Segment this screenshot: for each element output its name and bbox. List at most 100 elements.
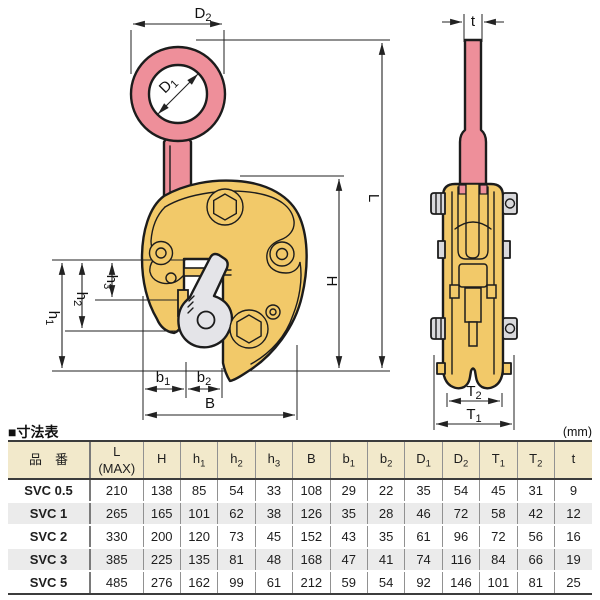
cell: 120 — [179, 525, 218, 549]
cell: 168 — [292, 548, 331, 572]
small-rivet-center — [269, 308, 277, 316]
cell: 96 — [441, 525, 480, 549]
dim-label-h3: h3 — [101, 275, 120, 289]
dimension-diagram: D2 D1 L H h1 h2 h3 — [43, 5, 592, 439]
side-view: t — [430, 13, 518, 430]
cam-serrations — [187, 295, 195, 314]
cell: 22 — [366, 479, 405, 503]
hex-bolt-boss — [206, 188, 244, 226]
col-header-t2: T2 — [516, 440, 555, 480]
dim-label-b: B — [205, 395, 215, 412]
col-header-h3: h3 — [254, 440, 293, 480]
col-header-b1: b1 — [329, 440, 368, 480]
cell: 45 — [254, 525, 293, 549]
dim-t: t — [442, 13, 504, 42]
cell: 43 — [329, 525, 368, 549]
dim-label-t1: T1 — [466, 406, 481, 425]
cell: 12 — [553, 502, 592, 526]
cell-model: SVC 2 — [8, 525, 90, 549]
slot-detail — [451, 183, 495, 375]
hex-bolt-icon — [236, 314, 262, 344]
small-hole — [165, 272, 177, 284]
col-header-t: t — [553, 440, 592, 480]
cell-model: SVC 5 — [8, 571, 90, 595]
cell: 58 — [479, 502, 518, 526]
cell: 35 — [329, 502, 368, 526]
cell: 35 — [404, 479, 443, 503]
hex-bolt-boss — [229, 309, 269, 349]
cell: 152 — [292, 525, 331, 549]
dim-label-h: H — [323, 276, 340, 287]
cell: 81 — [516, 571, 555, 595]
unit-label: (mm) — [563, 425, 592, 438]
dim-B: B — [145, 345, 298, 420]
col-header-d1: D1 — [404, 440, 443, 480]
side-fasteners — [430, 192, 518, 375]
col-header-b2: b2 — [366, 440, 405, 480]
dim-T2: T2 — [446, 383, 503, 407]
dim-T1: T1 — [433, 355, 515, 430]
cell: 73 — [217, 525, 256, 549]
cell: 46 — [404, 502, 443, 526]
shackle-shank-side — [458, 38, 488, 194]
cell: 101 — [479, 571, 518, 595]
cam-tongue-side — [449, 263, 497, 347]
cell: 31 — [516, 479, 555, 503]
cell: 138 — [142, 479, 181, 503]
cell: 99 — [217, 571, 256, 595]
cell: 54 — [441, 479, 480, 503]
col-header-lmax: L(MAX) — [89, 440, 143, 480]
cell: 72 — [441, 502, 480, 526]
cell: 385 — [89, 548, 143, 572]
pad-tab — [436, 362, 446, 375]
side-tab — [437, 240, 446, 259]
col-header-t1: T1 — [479, 440, 518, 480]
table-title: ■寸法表 — [8, 424, 59, 440]
cell: 25 — [553, 571, 592, 595]
dim-h1: h1 — [43, 263, 66, 368]
cell: 33 — [254, 479, 293, 503]
rivet-center — [155, 247, 167, 259]
hex-bolt-head-icon — [430, 317, 446, 340]
dim-b2: b2 — [188, 368, 223, 398]
dim-label-d2: D2 — [195, 5, 212, 24]
bolt-end — [504, 198, 516, 209]
cell: 276 — [142, 571, 181, 595]
pad-tab — [502, 362, 512, 375]
cell: 126 — [292, 502, 331, 526]
rivet-center — [275, 247, 289, 261]
dim-h3: h3 — [101, 263, 120, 297]
center-rib — [465, 183, 480, 259]
cell: 48 — [254, 548, 293, 572]
cell: 9 — [553, 479, 592, 503]
dim-b1: b1 — [142, 296, 187, 420]
cell: 101 — [179, 502, 218, 526]
dim-label-h2: h2 — [71, 292, 90, 306]
header-row: 品 番 L(MAX) H h1 h2 h3 B b1 b2 D1 D2 T1 T… — [8, 440, 592, 480]
cell: 62 — [217, 502, 256, 526]
cell: 38 — [254, 502, 293, 526]
cell: 81 — [217, 548, 256, 572]
cell: 29 — [329, 479, 368, 503]
dim-label-b2: b2 — [197, 369, 211, 388]
cell: 85 — [179, 479, 218, 503]
cell: 56 — [516, 525, 555, 549]
cell: 41 — [366, 548, 405, 572]
col-header-h1: h1 — [179, 440, 218, 480]
col-header-model: 品 番 — [8, 440, 90, 480]
cell: 92 — [404, 571, 443, 595]
dim-label-b1: b1 — [156, 369, 170, 388]
cell: 210 — [89, 479, 143, 503]
cell-model: SVC 3 — [8, 548, 90, 572]
cell-model: SVC 0.5 — [8, 479, 90, 503]
col-header-b: B — [292, 440, 331, 480]
cell: 225 — [142, 548, 181, 572]
dim-label-h1: h1 — [43, 311, 62, 325]
dim-L: L — [196, 39, 390, 368]
dim-label-l: L — [365, 194, 382, 202]
cell: 35 — [366, 525, 405, 549]
fasteners — [148, 188, 295, 349]
